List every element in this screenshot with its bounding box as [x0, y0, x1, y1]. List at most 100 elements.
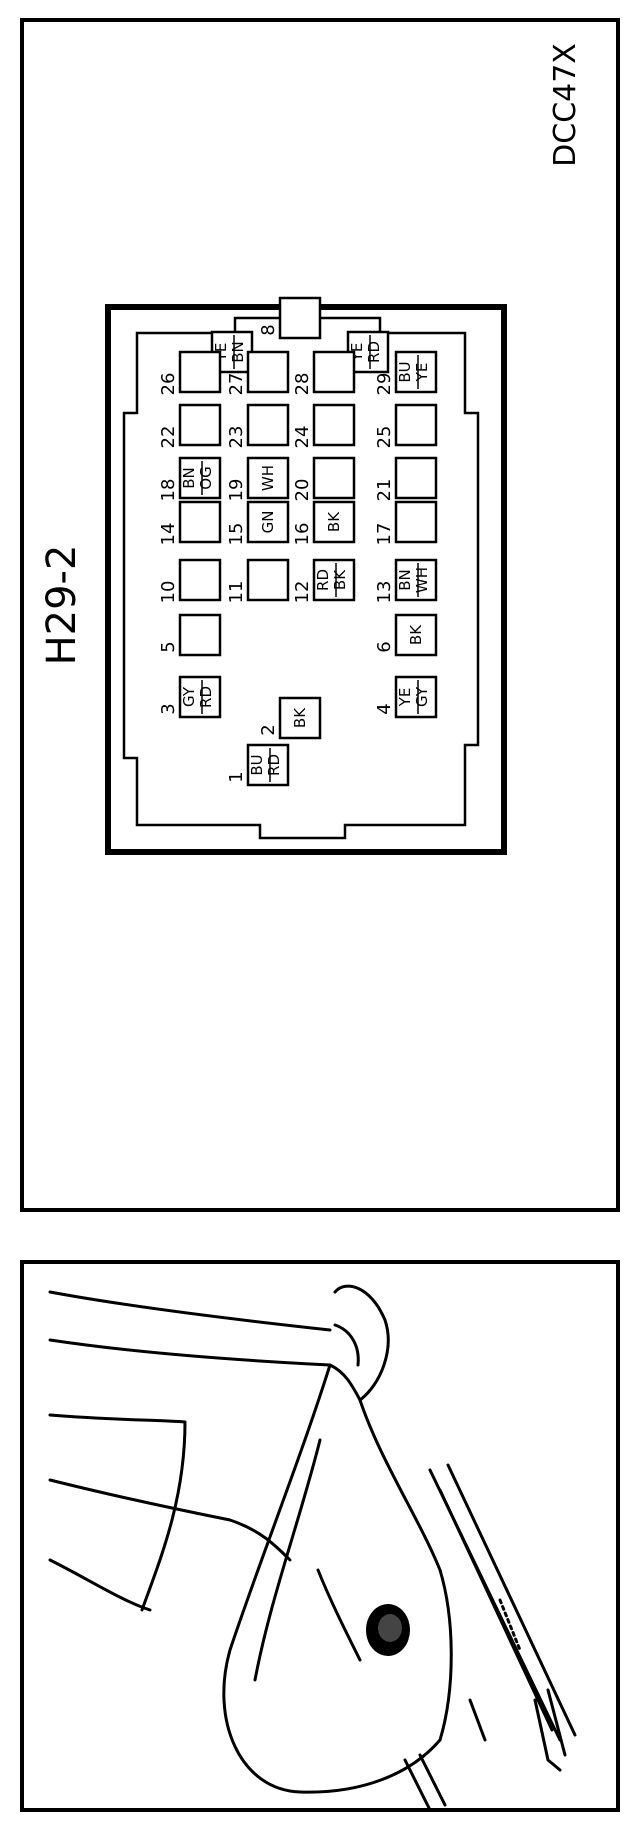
- cavity-22: 22: [158, 403, 222, 449]
- cavity-number: 3: [158, 703, 179, 714]
- wire-color-label: OG: [197, 466, 215, 489]
- wire-color-label: GY: [180, 686, 198, 707]
- cavity-box: [394, 350, 438, 394]
- cavity-box: [312, 558, 356, 602]
- connector-title: H29-2: [39, 545, 85, 666]
- cavity-number: 10: [158, 581, 179, 604]
- wire-color-label: WH: [259, 465, 277, 491]
- cavity-27: 27: [226, 350, 290, 396]
- connector-inner-outline: [122, 316, 480, 840]
- wire-color-label: GN: [259, 511, 277, 534]
- cavity-11: 11: [226, 558, 290, 604]
- wire-color-label: BU: [396, 361, 414, 382]
- cavity-box: [246, 350, 290, 394]
- cavity-box: [178, 613, 222, 657]
- cavity-number: 26: [158, 373, 179, 396]
- cavity-number: 19: [226, 479, 247, 502]
- cavity-number: 25: [374, 426, 395, 449]
- cavity-number: 5: [158, 641, 179, 652]
- cavity-box: [394, 675, 438, 719]
- cavity-number: 1: [226, 771, 247, 782]
- cavity-number: 28: [292, 373, 313, 396]
- cavity-number: 17: [374, 523, 395, 546]
- cavity-box: [246, 743, 290, 787]
- cavity-box: [178, 403, 222, 447]
- cavity-8: 8: [258, 296, 322, 340]
- cavity-16: 16 BK: [292, 500, 356, 546]
- cavity-box: [178, 350, 222, 394]
- cavity-number: 20: [292, 479, 313, 502]
- cavity-10: 10: [158, 558, 222, 604]
- cavity-number: 14: [158, 523, 179, 546]
- wire-color-label: BK: [407, 624, 425, 645]
- cavity-6: 6BK: [374, 613, 438, 657]
- wire-color-label: YE: [396, 688, 414, 708]
- wire-color-label: RD: [265, 754, 283, 776]
- cavity-26: 26: [158, 350, 222, 396]
- cavity-number: 2: [258, 724, 279, 735]
- cavity-number: 18: [158, 479, 179, 502]
- cavity-grid: 1BURD2BK3GYRD4YEGY56BK7YEBN89YERD101112R…: [158, 296, 438, 787]
- wire-color-label: RD: [365, 341, 383, 363]
- wire-color-label: RD: [197, 686, 215, 708]
- seat-illustration: [48, 1284, 577, 1812]
- cavity-25: 25: [374, 403, 438, 449]
- cavity-number: 8: [258, 324, 279, 335]
- cavity-box: [178, 675, 222, 719]
- cavity-14: 14: [158, 500, 222, 546]
- diagram-code: DCC47X: [548, 43, 583, 167]
- wire-color-label: YE: [413, 363, 431, 383]
- cavity-box: [246, 558, 290, 602]
- cavity-box: [394, 558, 438, 602]
- cavity-box: [312, 456, 356, 500]
- cavity-box: [246, 456, 290, 500]
- cavity-2: 2 BK: [258, 696, 322, 740]
- cavity-number: 22: [158, 426, 179, 449]
- cavity-number: 27: [226, 373, 247, 396]
- cavity-box: [278, 296, 322, 340]
- cavity-number: 21: [374, 479, 395, 502]
- wire-color-label: BN: [180, 467, 198, 489]
- cavity-19: 19 WH: [226, 456, 290, 502]
- wire-color-label: RD: [314, 569, 332, 591]
- connector-location-marker-highlight: [378, 1614, 402, 1642]
- cavity-number: 12: [292, 581, 313, 604]
- cavity-box: [312, 403, 356, 447]
- cavity-number: 15: [226, 523, 247, 546]
- cavity-15: 15 GN: [226, 500, 290, 546]
- location-panel: [20, 1260, 620, 1812]
- cavity-21: 21: [374, 456, 438, 502]
- wire-color-label: BK: [331, 569, 349, 590]
- wire-color-label: BU: [248, 754, 266, 775]
- cavity-box: [312, 500, 356, 544]
- cavity-number: 24: [292, 426, 313, 449]
- cavity-box: [178, 558, 222, 602]
- cavity-24: 24: [292, 403, 356, 449]
- cavity-box: [178, 500, 222, 544]
- cavity-box: [246, 500, 290, 544]
- cavity-number: 4: [374, 703, 395, 714]
- wire-color-label: BK: [291, 707, 309, 728]
- cavity-box: [394, 500, 438, 544]
- cavity-20: 20: [292, 456, 356, 502]
- cavity-box: [394, 456, 438, 500]
- cavity-box: [394, 403, 438, 447]
- wire-color-label: BK: [325, 511, 343, 532]
- wire-color-label: WH: [413, 567, 431, 593]
- cavity-number: 11: [226, 581, 247, 604]
- cavity-17: 17: [374, 500, 438, 546]
- cavity-number: 29: [374, 373, 395, 396]
- wire-color-label: BN: [229, 341, 247, 363]
- cavity-number: 16: [292, 523, 313, 546]
- cavity-box: [394, 613, 438, 657]
- cavity-box: [278, 696, 322, 740]
- cavity-number: 23: [226, 426, 247, 449]
- cavity-23: 23: [226, 403, 290, 449]
